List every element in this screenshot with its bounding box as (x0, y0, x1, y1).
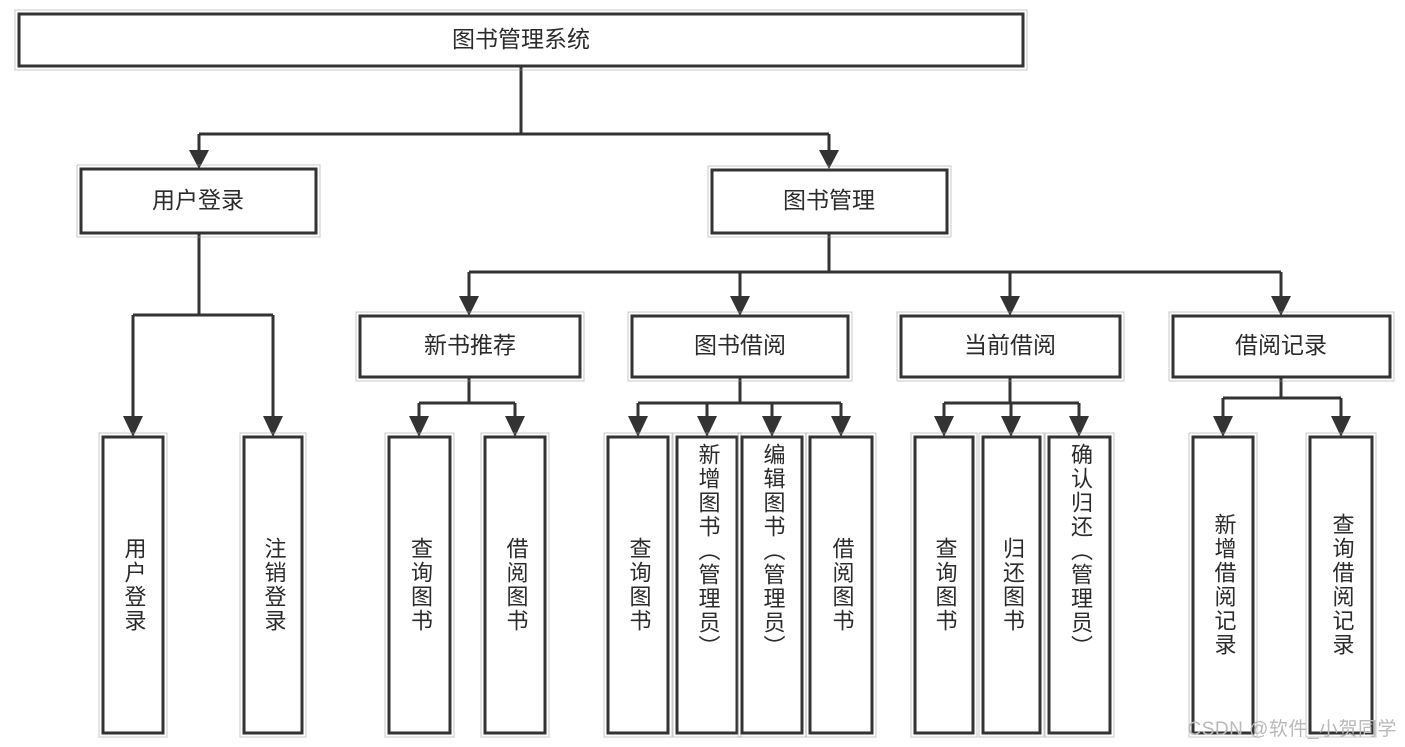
node-new-book-recommend[interactable]: 新书推荐 (355, 311, 585, 382)
node-book-manage[interactable]: 图书管理 (707, 165, 952, 238)
arrowhead-user-login-leaf-1 (263, 416, 283, 437)
leaf-book-borrow-2[interactable] (737, 432, 807, 738)
leaf-borrow-record-0[interactable] (1188, 432, 1258, 738)
node-root-label: 图书管理系统 (452, 26, 590, 52)
arrowhead-current-borrow-leaf-0 (934, 416, 954, 437)
arrowhead-book-manage (819, 150, 839, 169)
arrowhead-user-login-leaf-0 (123, 416, 143, 437)
leaf-current-borrow-1[interactable] (978, 432, 1045, 738)
arrowhead-new-book (459, 296, 479, 316)
node-book-manage-label: 图书管理 (783, 187, 875, 213)
leaf-book-borrow-3[interactable] (805, 432, 877, 738)
node-borrow-record[interactable]: 借阅记录 (1168, 311, 1395, 382)
node-borrow-record-label: 借阅记录 (1235, 332, 1327, 358)
arrowhead-book-borrow-leaf-0 (628, 416, 648, 437)
arrowhead-book-borrow (730, 296, 750, 316)
arrowhead-user-login (189, 150, 209, 169)
node-user-login[interactable]: 用户登录 (76, 164, 321, 238)
leaf-new-book-0[interactable] (384, 432, 455, 738)
leaf-book-borrow-0[interactable] (603, 432, 673, 738)
leaf-current-borrow-0[interactable] (910, 432, 978, 738)
leaf-book-borrow-1[interactable] (672, 432, 742, 738)
leaf-new-book-1[interactable] (480, 432, 550, 738)
arrowhead-book-borrow-leaf-2 (762, 416, 782, 437)
arrowhead-borrow-record-leaf-1 (1331, 416, 1351, 437)
connectors (123, 66, 1351, 437)
leaf-boxes (98, 432, 1377, 738)
arrowhead-borrow-record-leaf-0 (1213, 416, 1233, 437)
node-current-borrow[interactable]: 当前借阅 (896, 311, 1125, 382)
leaf-current-borrow-2[interactable] (1044, 432, 1115, 738)
node-new-book-recommend-label: 新书推荐 (424, 332, 516, 358)
arrowhead-current-borrow (1000, 296, 1020, 316)
arrowhead-new-book-leaf-1 (505, 416, 525, 437)
node-book-borrow-label: 图书借阅 (694, 332, 786, 358)
node-root[interactable]: 图书管理系统 (14, 9, 1028, 71)
leaf-user-login-0[interactable] (98, 432, 168, 738)
arrowhead-book-borrow-leaf-1 (697, 416, 717, 437)
node-book-borrow[interactable]: 图书借阅 (627, 311, 853, 382)
leaf-borrow-record-1[interactable] (1305, 432, 1377, 738)
node-user-login-label: 用户登录 (152, 187, 244, 213)
arrowhead-current-borrow-leaf-2 (1069, 416, 1089, 437)
node-current-borrow-label: 当前借阅 (964, 332, 1056, 358)
leaf-user-login-1[interactable] (239, 432, 307, 738)
csdn-watermark: CSDN @软件_小贺同学 (1187, 719, 1397, 740)
arrowhead-borrow-record (1271, 296, 1291, 316)
arrowhead-book-borrow-leaf-3 (831, 416, 851, 437)
arrowhead-current-borrow-leaf-1 (1001, 416, 1021, 437)
arrowhead-new-book-leaf-0 (409, 416, 429, 437)
